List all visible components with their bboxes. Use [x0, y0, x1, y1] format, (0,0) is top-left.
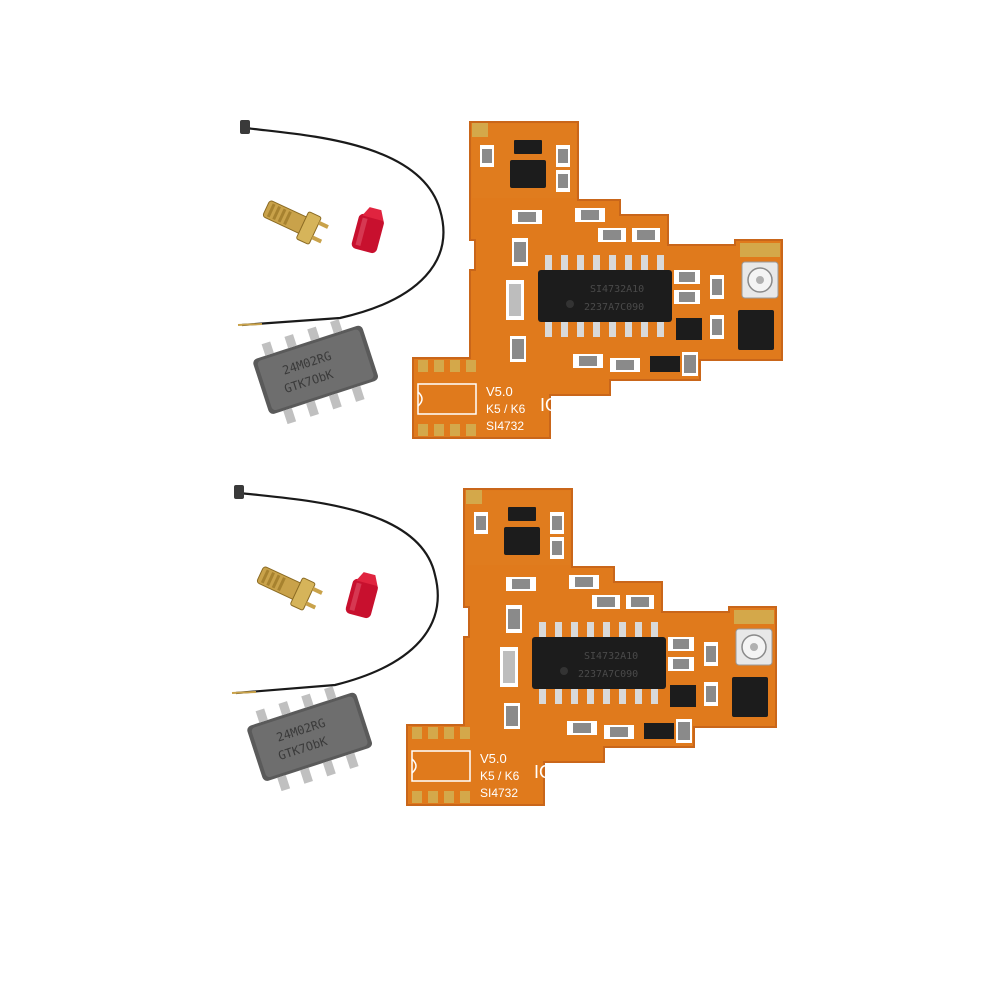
ufl-connector-icon	[234, 485, 244, 499]
ufl-connector-icon	[240, 120, 250, 134]
ufl-pigtail-cable	[237, 120, 445, 327]
pcb-brand-label: IOTCU	[540, 395, 596, 415]
main-ic-line1: SI4732A10	[590, 284, 644, 295]
pcb-version-label: V5.0	[480, 751, 507, 766]
sma-connector	[256, 566, 323, 611]
red-dust-cap	[351, 207, 384, 254]
si4732-main-ic: SI4732A10 2237A7C090	[538, 255, 672, 337]
si4732-module-pcb: SI4732A10 2237A7C090	[412, 121, 783, 439]
gold-pad	[472, 123, 488, 137]
ufl-socket-icon	[735, 628, 773, 666]
kit-1: 24M02RG GTK7ObK	[237, 120, 783, 439]
red-dust-cap	[345, 572, 378, 619]
castellated-pads	[418, 360, 476, 436]
sma-connector	[262, 200, 329, 245]
pcb-brand-label: IOTCU	[534, 762, 590, 782]
soic8-chip: 24M02RG GTK7ObK	[247, 686, 372, 792]
gold-pad	[466, 490, 482, 504]
main-ic-line2: 2237A7C090	[584, 302, 644, 313]
gold-pad	[734, 610, 774, 624]
smd-components	[474, 507, 768, 743]
castellated-pads	[412, 727, 470, 803]
pcb-version-label: V5.0	[486, 384, 513, 399]
pcb-model-label: K5 / K6	[480, 769, 520, 783]
main-ic-line1: SI4732A10	[584, 651, 638, 662]
kit-1-illustration: 24M02RG GTK7ObK	[237, 120, 783, 439]
kit-2-illustration: 24M02RG GTK7ObK	[231, 485, 777, 806]
pcb-chip-label: SI4732	[486, 419, 524, 433]
smd-components	[480, 140, 774, 376]
pcb-chip-label: SI4732	[480, 786, 518, 800]
main-ic-line2: 2237A7C090	[578, 669, 638, 680]
kit-2: 24M02RG GTK7ObK	[0, 370, 990, 865]
gold-pad	[740, 243, 780, 257]
pcb-model-label: K5 / K6	[486, 402, 526, 416]
ufl-socket-icon	[741, 261, 779, 299]
si4732-main-ic: SI4732A10 2237A7C090	[532, 622, 666, 704]
soic8-chip: 24M02RG GTK7ObK	[253, 319, 378, 425]
si4732-module-pcb: SI4732A10 2237A7C090	[406, 488, 777, 806]
ufl-pigtail-cable	[231, 485, 439, 695]
